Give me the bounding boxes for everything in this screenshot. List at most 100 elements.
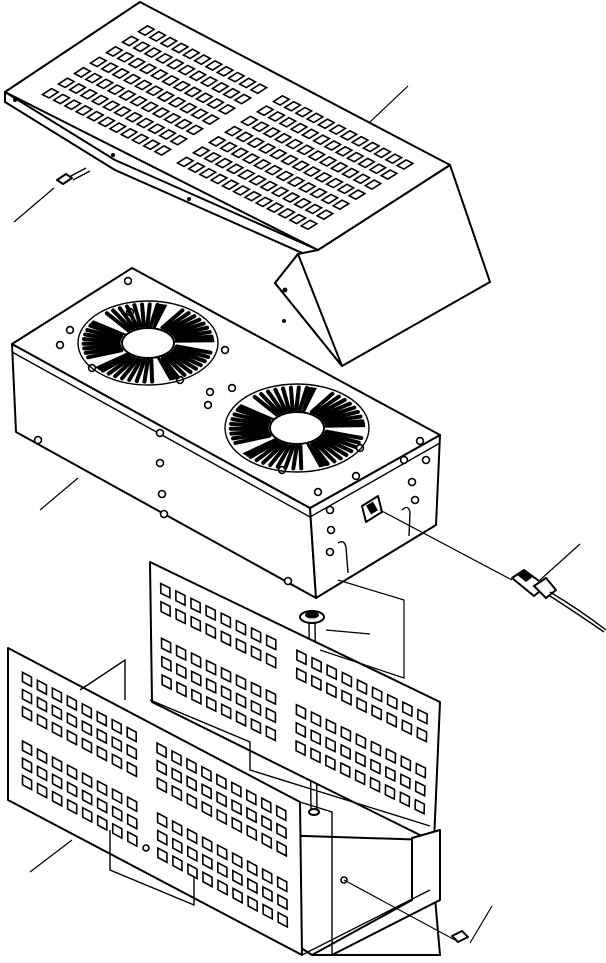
vent-hole: [36, 678, 48, 696]
vent-hole: [56, 77, 76, 89]
vent-hole: [352, 173, 372, 185]
vent-hole: [129, 95, 148, 107]
vent-hole: [328, 124, 347, 136]
vent-hole: [187, 862, 198, 880]
vent-hole: [183, 86, 203, 98]
vent-hole: [283, 100, 302, 112]
vent-hole: [66, 711, 78, 729]
vent-hole: [294, 106, 314, 118]
vent-hole: [401, 718, 413, 736]
vent-hole: [340, 743, 351, 761]
vent-hole: [51, 790, 63, 808]
vent-hole: [289, 122, 309, 134]
vent-hole: [205, 622, 217, 640]
vent-hole: [265, 688, 277, 706]
vent-hole: [254, 196, 274, 208]
vent-hole: [250, 717, 262, 735]
vent-hole: [350, 135, 370, 147]
fan-blade-fin: [85, 328, 122, 340]
fan-blade-fin: [273, 387, 288, 413]
vent-hole: [231, 798, 242, 816]
vent-hole: [371, 704, 383, 721]
vent-hole: [51, 721, 63, 739]
vent-hole: [399, 791, 411, 808]
vent-hole: [373, 147, 392, 159]
vent-hole: [126, 760, 138, 778]
vent-hole: [286, 176, 306, 188]
vent-hole: [220, 684, 232, 702]
fan-blade-fin: [294, 385, 301, 412]
vent-hole: [74, 104, 94, 116]
vent-hole: [384, 153, 404, 165]
vent-hole: [305, 112, 325, 124]
vent-hole: [151, 107, 171, 119]
vent-hole: [265, 706, 277, 724]
callout-leaders: [13, 85, 581, 944]
vent-hole: [414, 780, 426, 797]
vent-hole: [357, 157, 376, 169]
vent-hole: [326, 663, 338, 681]
cover-vent-holes: [40, 24, 415, 231]
vent-hole: [320, 193, 340, 205]
vent-hole: [108, 122, 128, 134]
vent-hole: [177, 64, 196, 76]
vent-hole: [188, 70, 208, 82]
vent-hole: [315, 209, 335, 221]
vent-hole: [312, 134, 331, 146]
vent-hole: [160, 637, 172, 654]
vent-hole: [370, 758, 381, 775]
vent-hole: [243, 190, 263, 202]
vent-hole: [231, 869, 243, 887]
vent-hole: [111, 805, 123, 823]
vent-hole: [95, 78, 115, 90]
vent-hole: [96, 745, 108, 762]
vent-hole: [66, 798, 78, 816]
vent-hole: [299, 219, 319, 231]
vent-hole: [136, 24, 156, 37]
vent-hole: [21, 671, 33, 688]
vent-hole: [250, 644, 262, 662]
fan-blade-fin: [86, 348, 124, 360]
vent-hole: [126, 813, 138, 831]
vent-hole: [72, 66, 92, 78]
mounting-hole: [123, 276, 133, 286]
fan-blade-fin: [174, 344, 213, 355]
vent-hole: [230, 147, 250, 159]
fan-blade-fin: [288, 385, 295, 412]
fan-blade-fin: [168, 317, 202, 334]
vent-hole: [96, 710, 108, 728]
vent-hole: [216, 790, 227, 808]
vent-hole: [288, 213, 308, 225]
vent-hole: [300, 128, 320, 140]
vent-hole: [171, 819, 183, 837]
vent-hole: [130, 133, 150, 145]
vent-hole: [341, 671, 353, 688]
vent-hole: [96, 797, 108, 814]
vent-hole: [334, 145, 354, 157]
cooling-fan-right: [224, 383, 370, 473]
vent-hole: [355, 732, 367, 750]
vent-hole: [51, 686, 63, 704]
vent-hole: [201, 765, 212, 783]
vent-hole: [205, 695, 217, 713]
mounting-hole: [205, 387, 215, 397]
vent-hole: [209, 173, 229, 185]
vent-hole: [66, 729, 78, 746]
vent-hole: [219, 141, 238, 153]
vent-hole: [277, 893, 288, 911]
vent-hole: [135, 117, 155, 129]
fan-blade-fin: [173, 330, 212, 340]
vent-hole: [175, 589, 186, 607]
vent-hole: [245, 788, 257, 806]
vent-hole: [88, 56, 108, 68]
vent-hole: [186, 827, 198, 845]
vent-hole: [100, 62, 119, 74]
fan-blade-fin: [323, 414, 363, 424]
fan-blade-fin: [174, 334, 214, 342]
vent-hole: [161, 74, 180, 86]
vent-hole: [63, 99, 83, 111]
fan-spoke: [89, 320, 128, 337]
fan-blade-fin: [132, 303, 143, 328]
vent-hole: [295, 667, 307, 684]
fan-blade-fin: [268, 443, 289, 468]
